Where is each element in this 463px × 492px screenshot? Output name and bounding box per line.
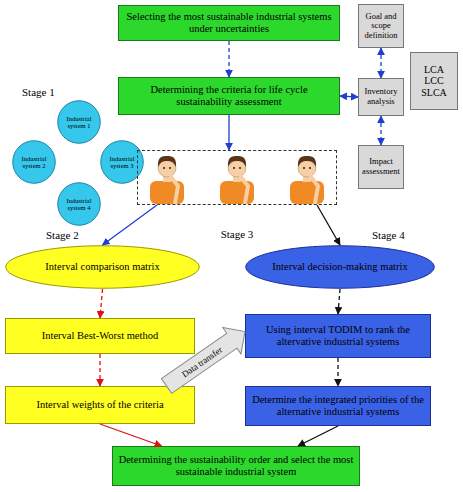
ellipse-shape [58, 101, 101, 144]
ellipse-shape [6, 246, 200, 289]
process-box: Determining the sustainability order and… [112, 446, 360, 486]
process-box: Interval weights of the criteria [5, 386, 195, 424]
ellipse-shape [58, 183, 101, 226]
process-box: Determining the criteria for life cycle … [118, 77, 340, 115]
node-text: Interval Best-Worst method [39, 330, 161, 342]
process-box: Interval Best-Worst method [5, 318, 195, 354]
node-text: Interval decision-making matrix [269, 261, 410, 273]
stage-label: Stage 4 [372, 229, 405, 241]
connector-line [317, 205, 340, 245]
node-text: Determine the integrated priorities of t… [246, 394, 430, 418]
node-text: Determining the criteria for life cycle … [119, 84, 339, 108]
ellipse-shape [13, 141, 56, 184]
connector-line [298, 426, 338, 446]
connector-line [103, 205, 158, 245]
lca-step-box: Goal and scope definition [358, 4, 404, 48]
connector-line [380, 116, 381, 145]
node-text: Determining the sustainability order and… [113, 454, 359, 478]
system-circle: Industrial system 1 [57, 100, 101, 144]
node-text: Goal and scope definition [359, 12, 403, 41]
node-text: Industrial system 4 [57, 197, 101, 212]
person-figure [220, 156, 254, 204]
experts-box: Stage 3 [137, 150, 337, 205]
person-figure [150, 156, 184, 204]
process-box: Determine the integrated priorities of t… [245, 386, 431, 426]
stage-label: Stage 2 [46, 229, 79, 241]
stage-heading: Stage 3 [138, 228, 336, 240]
connector-line [100, 289, 103, 318]
connector-line [380, 48, 381, 78]
process-box: Using interval TODIM to rank the alterva… [245, 314, 431, 358]
node-text: Industrial system 1 [57, 115, 101, 130]
node-text: Interval comparison matrix [42, 261, 162, 273]
connector-line [100, 424, 162, 446]
person-figure [290, 156, 324, 204]
method-box: LCA LCC SLCA [410, 52, 458, 110]
node-text: LCA LCC SLCA [411, 64, 457, 98]
node-text: Impact assessment [359, 157, 403, 176]
node-text: Inventory analysis [359, 87, 403, 106]
node-text: Interval weights of the criteria [33, 399, 166, 411]
lca-step-box: Impact assessment [358, 145, 404, 189]
connector-line [340, 96, 358, 97]
node-text: Industrial system 2 [12, 155, 56, 170]
connector-line [99, 354, 100, 386]
matrix-ellipse: Interval comparison matrix [5, 245, 200, 289]
node-text: Selecting the most sustainable industria… [119, 11, 339, 35]
system-circle: Industrial system 2 [12, 140, 56, 184]
node-text: Using interval TODIM to rank the alterva… [246, 324, 430, 348]
process-box: Selecting the most sustainable industria… [118, 5, 340, 41]
connector-line [228, 41, 229, 77]
ellipse-shape [246, 246, 435, 289]
system-circle: Industrial system 4 [57, 182, 101, 226]
lca-step-box: Inventory analysis [358, 78, 404, 116]
connector-line [338, 289, 340, 314]
connector-line [337, 358, 338, 386]
matrix-ellipse: Interval decision-making matrix [245, 245, 435, 289]
stage-label: Stage 1 [22, 86, 55, 98]
connector-line [228, 115, 229, 150]
